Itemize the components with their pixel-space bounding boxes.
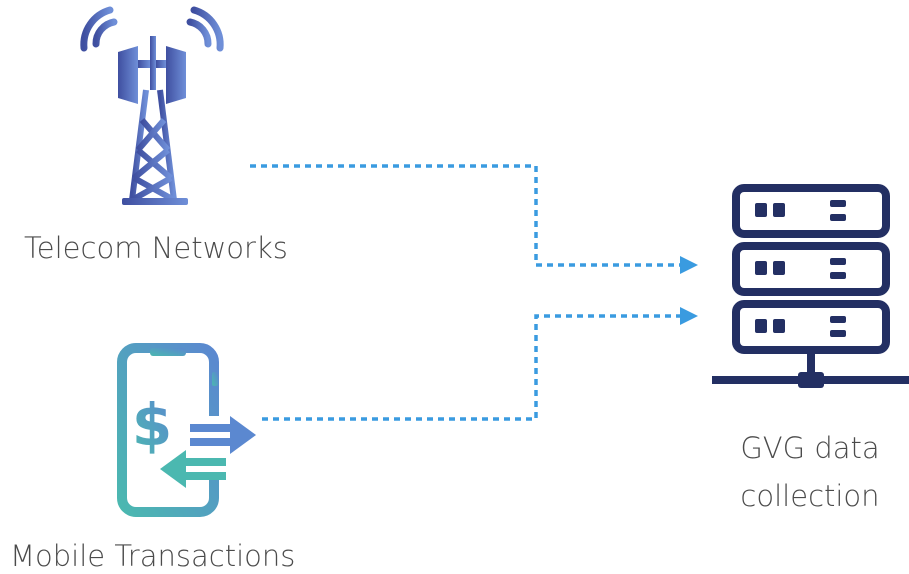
arrowhead-icon [680,307,698,325]
telecom-networks-label: Telecom Networks [24,231,288,265]
cell-tower-icon [80,6,224,205]
gvg-label-line1: GVG data [740,431,880,465]
gvg-data-collection-label: GVG data collection [720,424,900,520]
arrowhead-icon [680,256,698,274]
connector-telecom-to-server [250,164,698,274]
mobile-transactions-label: Mobile Transactions [10,539,296,573]
connector-mobile-to-server [262,307,698,421]
gvg-label-line2: collection [740,479,880,513]
server-rack-icon [712,184,909,388]
svg-text:$: $ [132,391,172,459]
mobile-payment-icon: $ [117,343,258,517]
